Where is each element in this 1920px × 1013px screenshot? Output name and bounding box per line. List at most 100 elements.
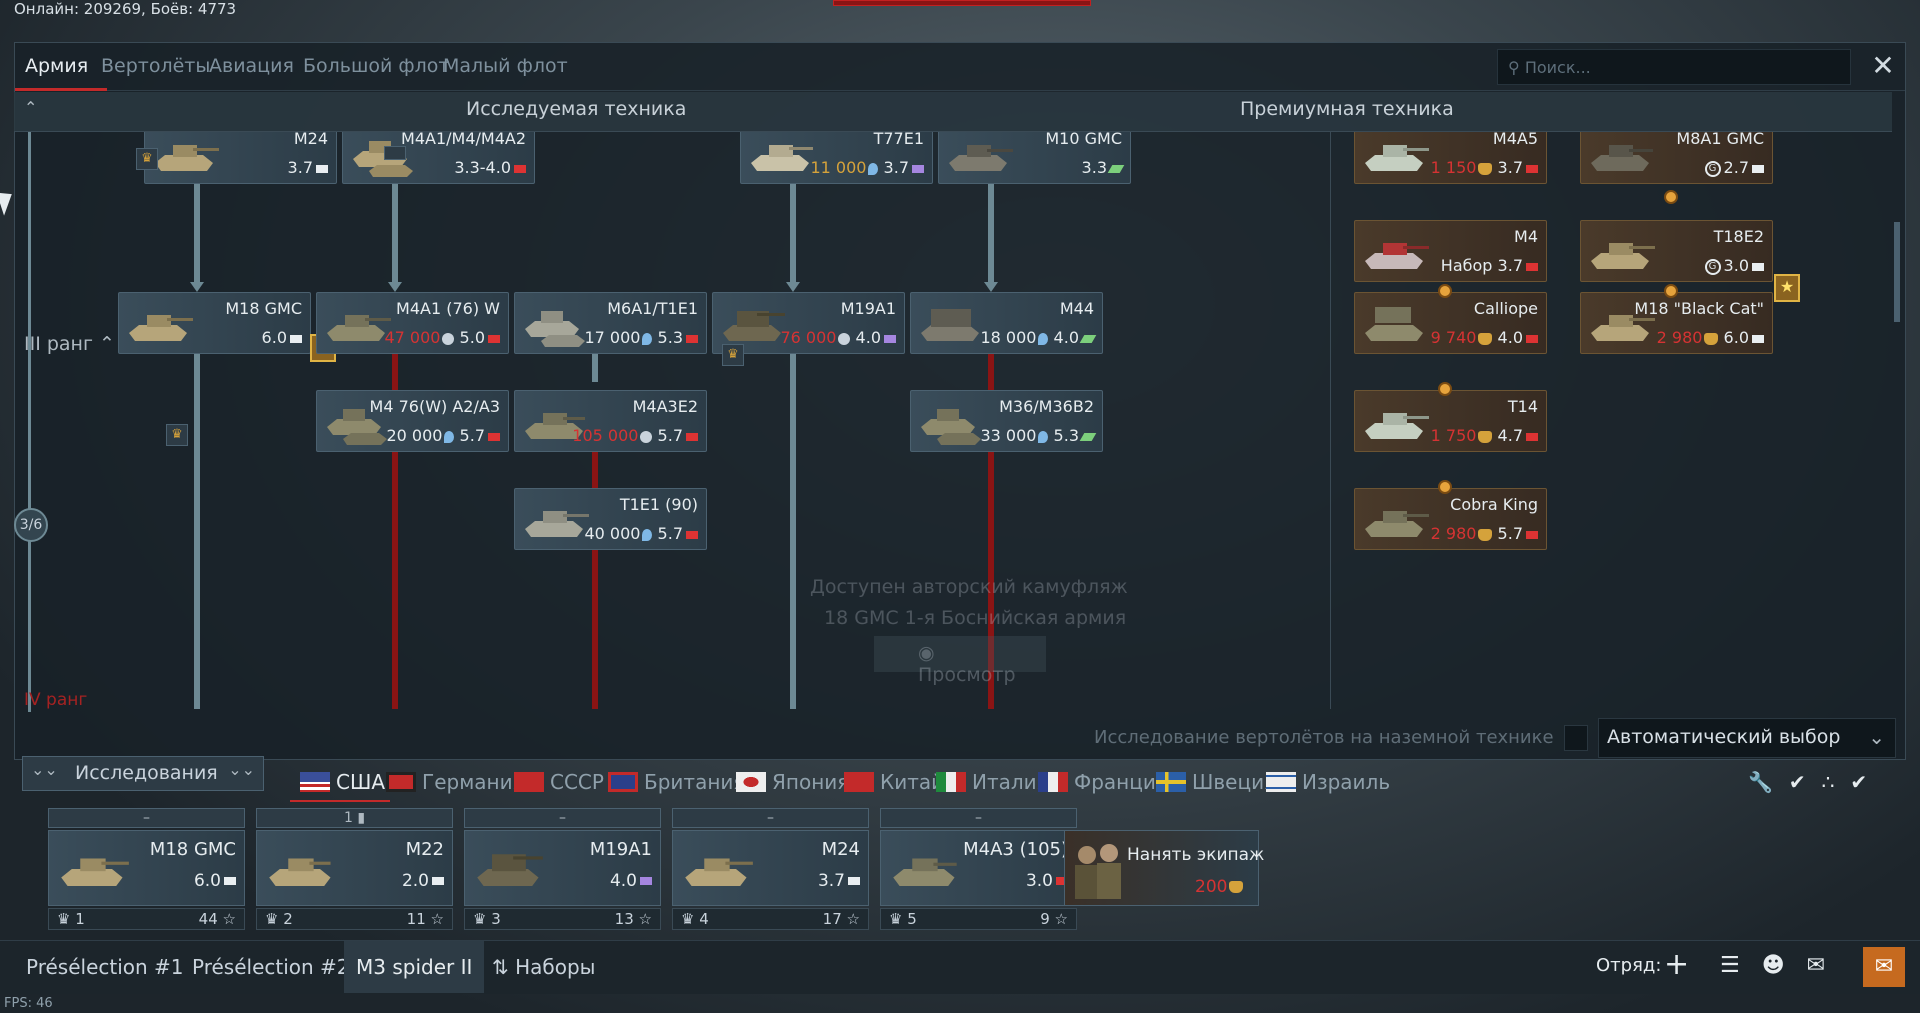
vehicle-card-m4a1-76w[interactable]: M4A1 (76) W 47 000 5.0 — [316, 292, 509, 354]
premium-card-calliope[interactable]: Calliope 9 740 4.0 — [1354, 292, 1547, 354]
vehicle-card-m4a1-group[interactable]: M4A1/M4/M4A2 3.3-4.0 — [342, 132, 535, 184]
camo-notice-line2: 18 GMC 1-я Боснийская армия — [824, 607, 1127, 629]
list-icon[interactable]: ☰ — [1720, 953, 1740, 978]
premium-card-m4a5[interactable]: M4A5 1 150 3.7 — [1354, 132, 1547, 184]
crew-slot-vehicle[interactable]: M24 3.7 — [672, 830, 869, 906]
bundles-button[interactable]: ⇅ Наборы — [492, 955, 596, 979]
arrow-down-icon — [388, 282, 402, 292]
crew-icon: ♛ — [265, 910, 279, 928]
tank-icon — [327, 409, 387, 445]
connector-line — [790, 350, 796, 709]
chat-icon[interactable]: ✉ — [1806, 953, 1826, 978]
nation-tab-italy[interactable]: Италия — [936, 770, 1049, 794]
tab-coastal-fleet[interactable]: Малый флот — [443, 55, 568, 77]
crew-slot-vehicle[interactable]: M19A1 4.0 — [464, 830, 661, 906]
premium-card-m4[interactable]: M4 Набор 3.7 — [1354, 220, 1547, 282]
add-squad-member-button[interactable]: + — [1664, 947, 1690, 982]
vehicle-card-t77e1[interactable]: T77E1 11 000 3.7 — [740, 132, 933, 184]
tank-icon — [921, 409, 981, 445]
nation-tab-china[interactable]: Китай — [844, 770, 944, 794]
vehicle-card-m18-gmc[interactable]: M18 GMC 6.0 — [118, 292, 311, 354]
nation-tab-britain[interactable]: Британия — [608, 770, 745, 794]
premium-card-t14[interactable]: T14 1 750 4.7 — [1354, 390, 1547, 452]
france-flag-icon — [1038, 772, 1068, 792]
check-icon[interactable]: ✔ — [1788, 770, 1806, 794]
connector-line — [988, 154, 994, 284]
tank-icon — [1591, 145, 1653, 171]
vehicle-card-m6a1-t1e1[interactable]: M6A1/T1E1 17 000 5.3 — [514, 292, 707, 354]
light-tank-icon — [1752, 334, 1764, 343]
double-chevron-icon: ⌄⌄ — [228, 760, 255, 779]
nation-underline — [290, 800, 390, 802]
eye-icon: ◉ — [918, 642, 935, 664]
tank-icon — [129, 315, 193, 341]
vehicle-card-m4a3e2[interactable]: M4A3E2 105 000 5.7 — [514, 390, 707, 452]
vehicle-card-m44[interactable]: M44 18 000 4.0 — [910, 292, 1103, 354]
nation-tab-sweden[interactable]: Швеция — [1156, 770, 1276, 794]
crew-slot-vehicle[interactable]: M18 GMC 6.0 — [48, 830, 245, 906]
italy-flag-icon — [936, 772, 966, 792]
tab-bluewater-fleet[interactable]: Большой флот — [303, 55, 450, 77]
nation-tab-germany[interactable]: Германия — [386, 770, 525, 794]
medium-tank-icon — [1526, 262, 1538, 271]
premium-card-m18-black-cat[interactable]: M18 "Black Cat" 2 980 6.0 — [1580, 292, 1773, 354]
hire-crew-button[interactable]: Нанять экипаж 200 — [1064, 830, 1264, 906]
contacts-icon[interactable]: ☻ — [1761, 953, 1785, 978]
premium-card-cobra-king[interactable]: Cobra King 2 980 5.7 — [1354, 488, 1547, 550]
vehicle-card-m19a1[interactable]: M19A1 76 000 4.0 — [712, 292, 905, 354]
vehicle-card-m36-m36b2[interactable]: M36/M36B2 33 000 5.3 — [910, 390, 1103, 452]
vehicle-card-t1e1-90[interactable]: T1E1 (90) 40 000 5.7 — [514, 488, 707, 550]
preset-tab-2[interactable]: Présélection #2 — [192, 955, 350, 979]
silver-lions-icon — [640, 430, 653, 443]
premium-dot-icon — [1438, 382, 1452, 396]
vehicle-card-m4-76w-a2a3[interactable]: M4 76(W) A2/A3 20 000 5.7 — [316, 390, 509, 452]
nation-tab-ussr[interactable]: СССР — [514, 770, 604, 794]
ammo-icon[interactable]: ∴ — [1821, 770, 1835, 794]
mail-icon[interactable]: ✉ — [1863, 947, 1905, 987]
light-tank-icon — [316, 164, 328, 173]
heli-research-checkbox[interactable] — [1564, 725, 1588, 751]
vehicle-card-m24[interactable]: M24 3.7 — [144, 132, 337, 184]
auto-select-dropdown[interactable]: Автоматический выбор⌄ — [1598, 718, 1896, 758]
preset-tab-1[interactable]: Présélection #1 — [26, 955, 184, 979]
view-camo-button[interactable]: ◉ Просмотр — [874, 636, 1046, 686]
japan-flag-icon — [736, 772, 766, 792]
tab-army[interactable]: Армия — [25, 55, 89, 77]
close-button[interactable]: ✕ — [1871, 49, 1895, 82]
tree-scrollbar[interactable] — [1894, 222, 1900, 322]
nation-tab-france[interactable]: Франция — [1038, 770, 1168, 794]
tank-icon — [1591, 243, 1655, 269]
preset-tab-3[interactable]: M3 spider II — [344, 941, 485, 993]
nation-tab-usa[interactable]: США — [300, 770, 385, 794]
nation-tab-israel[interactable]: Израиль — [1266, 770, 1390, 794]
crew-icon: ♛ — [681, 910, 695, 928]
nation-tab-japan[interactable]: Япония — [736, 770, 849, 794]
check-icon[interactable]: ✔ — [1850, 770, 1868, 794]
crew-slot-vehicle[interactable]: M4A3 (105) 3.0 — [880, 830, 1077, 906]
arrow-down-icon — [984, 282, 998, 292]
crew-portrait-icon — [1075, 844, 1121, 899]
tank-icon — [921, 309, 979, 341]
wrench-icon[interactable]: 🔧 — [1748, 770, 1773, 794]
search-input[interactable]: ⚲ Поиск... — [1497, 49, 1851, 85]
crew-slot-vehicle[interactable]: M22 2.0 — [256, 830, 453, 906]
tab-aviation[interactable]: Авиация — [209, 55, 294, 77]
crew-number: ♛ 2 — [265, 910, 293, 928]
connector-line — [790, 154, 796, 284]
branch-tabs: Армия Вертолёты Авиация Большой флот Мал… — [15, 43, 1905, 91]
vehicle-card-m10-gmc[interactable]: M10 GMC 3.3 — [938, 132, 1131, 184]
tab-underline — [15, 88, 107, 91]
collapse-icon[interactable]: ⌃ — [24, 98, 38, 117]
silver-lions-icon — [838, 332, 851, 345]
tab-helicopters[interactable]: Вертолёты — [101, 55, 211, 77]
tank-icon — [723, 311, 785, 341]
research-points-icon — [1038, 332, 1049, 345]
group-icon — [384, 146, 406, 160]
top-red-banner — [833, 0, 1091, 6]
crew-icon: ♛ — [889, 910, 903, 928]
research-button[interactable]: ⌄⌄Исследования⌄⌄ — [22, 756, 264, 791]
